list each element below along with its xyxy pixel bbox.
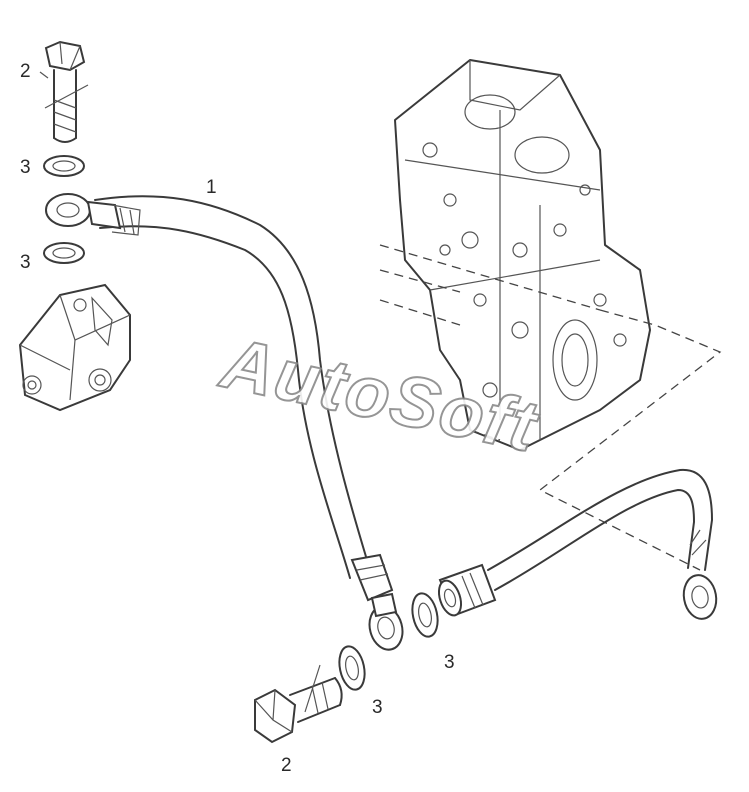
- callout-bolt-top: 2: [20, 61, 31, 82]
- pipe-connector: [437, 563, 497, 617]
- washer-bottom-mid: [338, 645, 366, 691]
- dashed-reference-lines: [379, 244, 722, 571]
- oil-hose: [45, 193, 404, 651]
- callout-washer-top-upper: 3: [20, 157, 31, 178]
- washer-bottom-right: [411, 592, 439, 638]
- washer-top-lower: [43, 242, 85, 264]
- oil-pipe-secondary: [487, 468, 718, 620]
- washer-top-upper: [43, 155, 85, 177]
- callout-hose: 1: [206, 177, 217, 198]
- callout-washer-top-lower: 3: [20, 252, 31, 273]
- bolt-top: [44, 40, 89, 143]
- callout-washer-bottom-right: 3: [444, 652, 455, 673]
- engine-block: [394, 59, 651, 451]
- callout-washer-bottom-mid: 3: [372, 697, 383, 718]
- bolt-bottom: [254, 664, 343, 744]
- filter-head-bracket: [18, 283, 131, 412]
- callout-bolt-bottom: 2: [281, 755, 292, 776]
